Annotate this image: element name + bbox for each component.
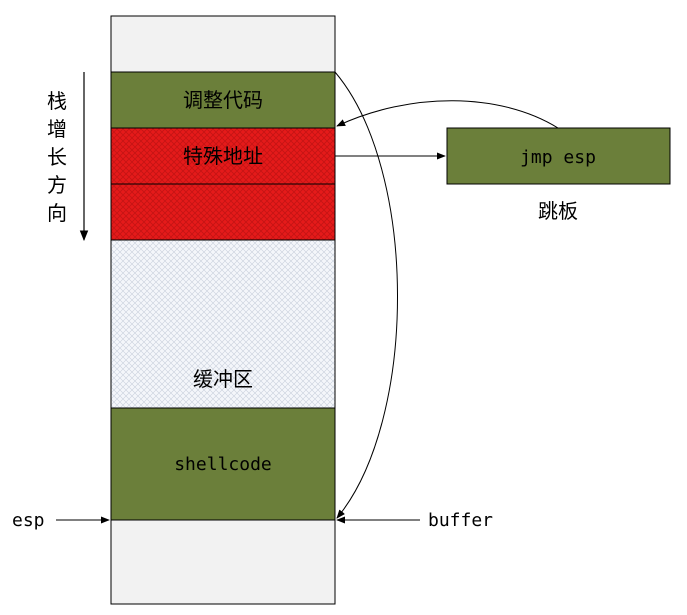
jmp-esp-label: jmp esp (520, 147, 596, 168)
jmp-to-adjust-code-arrow (336, 100, 559, 129)
stack-segment-shellcode (110, 407, 336, 521)
buffer-pointer-label: buffer (428, 510, 493, 531)
esp-label: esp (12, 510, 45, 531)
buffer-label: 缓冲区 (193, 367, 253, 391)
shellcode-label: shellcode (174, 454, 272, 475)
stack-segment-adjust-code (110, 71, 336, 129)
growth-direction-char: 栈 (47, 89, 67, 113)
growth-direction-char: 长 (47, 145, 67, 169)
special-address-label: 特殊地址 (183, 144, 263, 168)
adjust-code-to-shellcode-arrow (334, 71, 398, 519)
stack-segment-top-empty (110, 15, 336, 73)
adjust-code-label: 调整代码 (183, 88, 263, 112)
trampoline-caption: 跳板 (538, 199, 578, 223)
stack-segment-buffer (110, 239, 336, 409)
growth-direction-label: 栈 增 长 方 向 (47, 89, 67, 225)
growth-direction-char: 增 (47, 117, 67, 141)
growth-direction-char: 向 (47, 201, 67, 225)
stack-segment-bottom-empty (110, 519, 336, 605)
jmp-esp-box (446, 127, 671, 185)
growth-direction-char: 方 (47, 173, 67, 197)
stack-segment-red-block (110, 183, 336, 241)
stack-segment-special-address (110, 127, 336, 185)
